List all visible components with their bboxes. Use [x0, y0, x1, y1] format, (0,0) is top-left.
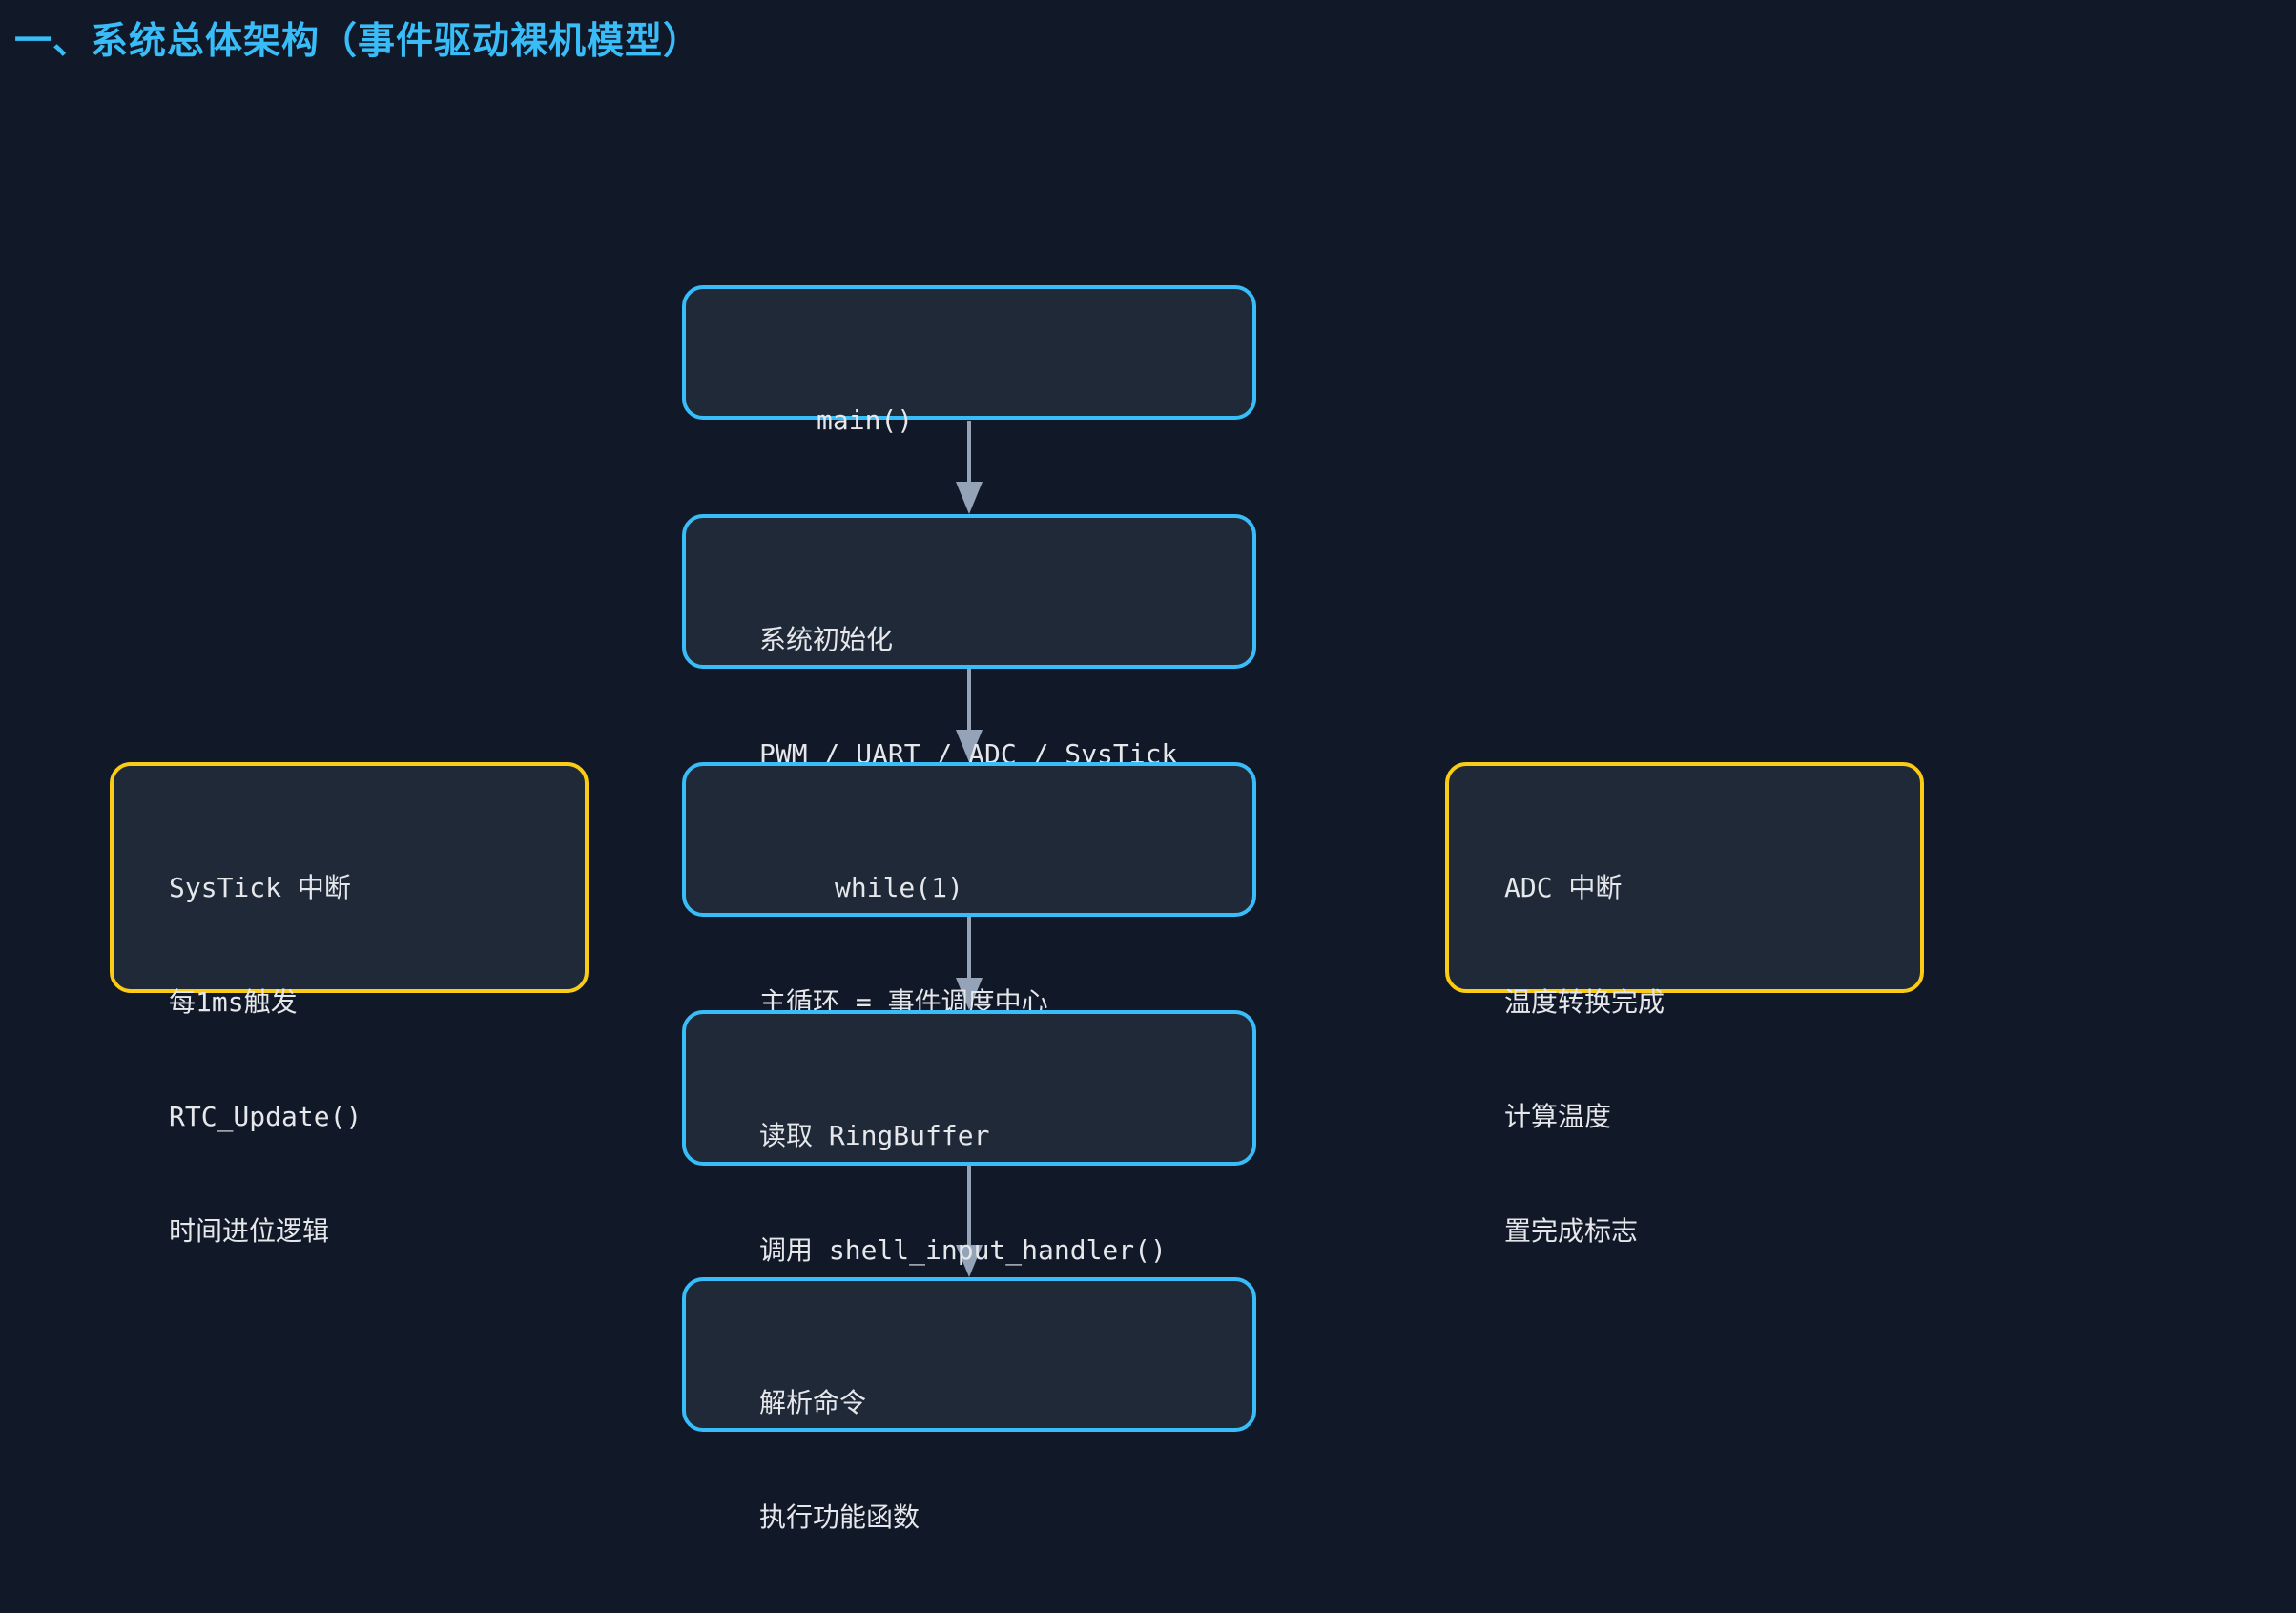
- node-text: 时间进位逻辑: [169, 1215, 330, 1247]
- node-text: 置完成标志: [1504, 1215, 1639, 1247]
- node-text: 执行功能函数: [759, 1501, 920, 1533]
- page-title: 一、系统总体架构（事件驱动裸机模型）: [14, 20, 702, 63]
- node-adc-interrupt: ADC 中断 温度转换完成 计算温度 置完成标志: [1445, 762, 1924, 1247]
- node-text: 调用 shell_input_handler(): [759, 1234, 1167, 1266]
- node-text: main(): [817, 404, 914, 436]
- node-text: ADC 中断: [1504, 872, 1623, 903]
- arrowhead-icon: [956, 482, 983, 514]
- arrowhead-icon: [956, 1245, 983, 1277]
- node-text: 读取 RingBuffer: [759, 1120, 990, 1151]
- node-init: 系统初始化 PWM / UART / ADC / SysTick: [682, 514, 1256, 770]
- node-main-loop: while(1) 主循环 = 事件调度中心: [682, 762, 1256, 1018]
- node-text: while(1): [835, 872, 963, 903]
- arrowhead-icon: [956, 730, 983, 762]
- node-text: RTC_Update(): [169, 1101, 362, 1132]
- node-text: 解析命令: [759, 1387, 867, 1418]
- node-text: 系统初始化: [759, 624, 894, 655]
- node-text: SysTick 中断: [169, 872, 351, 903]
- node-systick-interrupt: SysTick 中断 每1ms触发 RTC_Update() 时间进位逻辑: [110, 762, 589, 1247]
- flow-arrows: [956, 421, 983, 1277]
- arrowhead-icon: [956, 978, 983, 1010]
- node-text: 每1ms触发: [169, 986, 298, 1018]
- node-parse-command: 解析命令 执行功能函数: [682, 1277, 1256, 1533]
- node-read-ringbuffer: 读取 RingBuffer 调用 shell_input_handler(): [682, 1010, 1256, 1266]
- node-text: 温度转换完成: [1504, 986, 1665, 1018]
- node-main: main(): [682, 285, 1256, 436]
- node-text: 计算温度: [1504, 1101, 1612, 1132]
